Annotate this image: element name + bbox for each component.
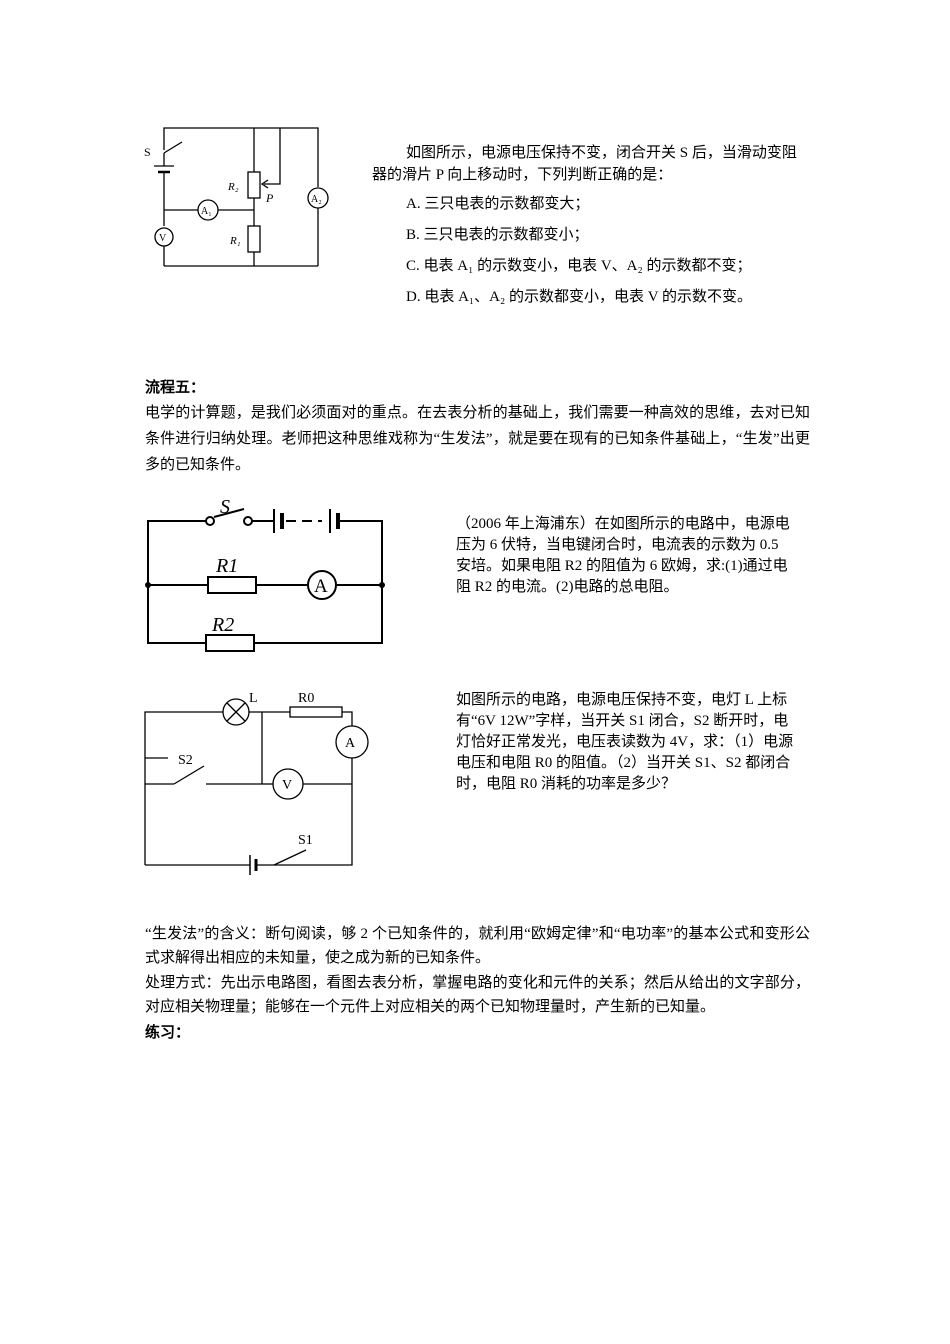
q1-option-b: B. 三只电表的示数都变小； — [406, 227, 589, 243]
voltmeter-v-label: V — [282, 778, 292, 793]
ammeter-a1-label: A₁ — [201, 206, 212, 217]
q2-text: （2006 年上海浦东）在如图所示的电路中，电源电压为 6 伏特，当电键闭合时，… — [456, 516, 790, 595]
q1-option-d: D. 电表 A₁、A₂ 的示数都变小，电表 V 的示数不变。 — [406, 289, 753, 305]
r2-label: R2 — [211, 614, 234, 636]
voltmeter-v-label: V — [159, 233, 167, 244]
practice-heading: 练习： — [145, 1025, 191, 1041]
section-intro: 电学的计算题，是我们必须面对的重点。在去表分析的基础上，我们需要一种高效的思维，… — [145, 405, 810, 473]
circuit-diagram-1: S R₂ P R₁ A₁ A₂ V — [144, 127, 329, 267]
switch-s-label: S — [220, 496, 230, 518]
q1-option-a: A. 三只电表的示数都变大； — [406, 196, 590, 212]
q3-text: 如图所示的电路，电源电压保持不变，电灯 L 上标有“6V 12W”字样，当开关 … — [456, 692, 794, 792]
ammeter-a-label: A — [314, 576, 328, 597]
r1-label: R1 — [215, 555, 238, 577]
method-process: 处理方式：先出示电路图，看图去表分析，掌握电路的变化和元件的关系；然后从给出的文… — [145, 975, 810, 1015]
method-meaning: “生发法”的含义：断句阅读，够 2 个已知条件的，就利用“欧姆定律”和“电功率”… — [145, 926, 810, 966]
r1-label: R₁ — [229, 235, 241, 247]
lamp-l-label: L — [249, 691, 258, 706]
r2-label: R₂ — [227, 181, 239, 193]
q1-stem: 如图所示，电源电压保持不变，闭合开关 S 后，当滑动变阻器的滑片 P 向上移动时… — [372, 145, 797, 183]
ammeter-a-label: A — [345, 736, 356, 751]
circuit-diagram-3: L R0 A V S2 S1 — [144, 691, 369, 875]
switch-s2-label: S2 — [178, 753, 193, 768]
r0-label: R0 — [298, 691, 314, 706]
switch-label-s: S — [144, 145, 151, 159]
circuit-diagram-2: S R1 R2 A — [145, 496, 385, 652]
ammeter-a2-label: A₂ — [311, 194, 322, 205]
slider-p-label: P — [265, 191, 274, 205]
q1-option-c: C. 电表 A₁ 的示数变小，电表 V、A₂ 的示数都不变； — [406, 258, 752, 274]
section-heading: 流程五： — [145, 380, 206, 396]
switch-s1-label: S1 — [298, 833, 313, 848]
